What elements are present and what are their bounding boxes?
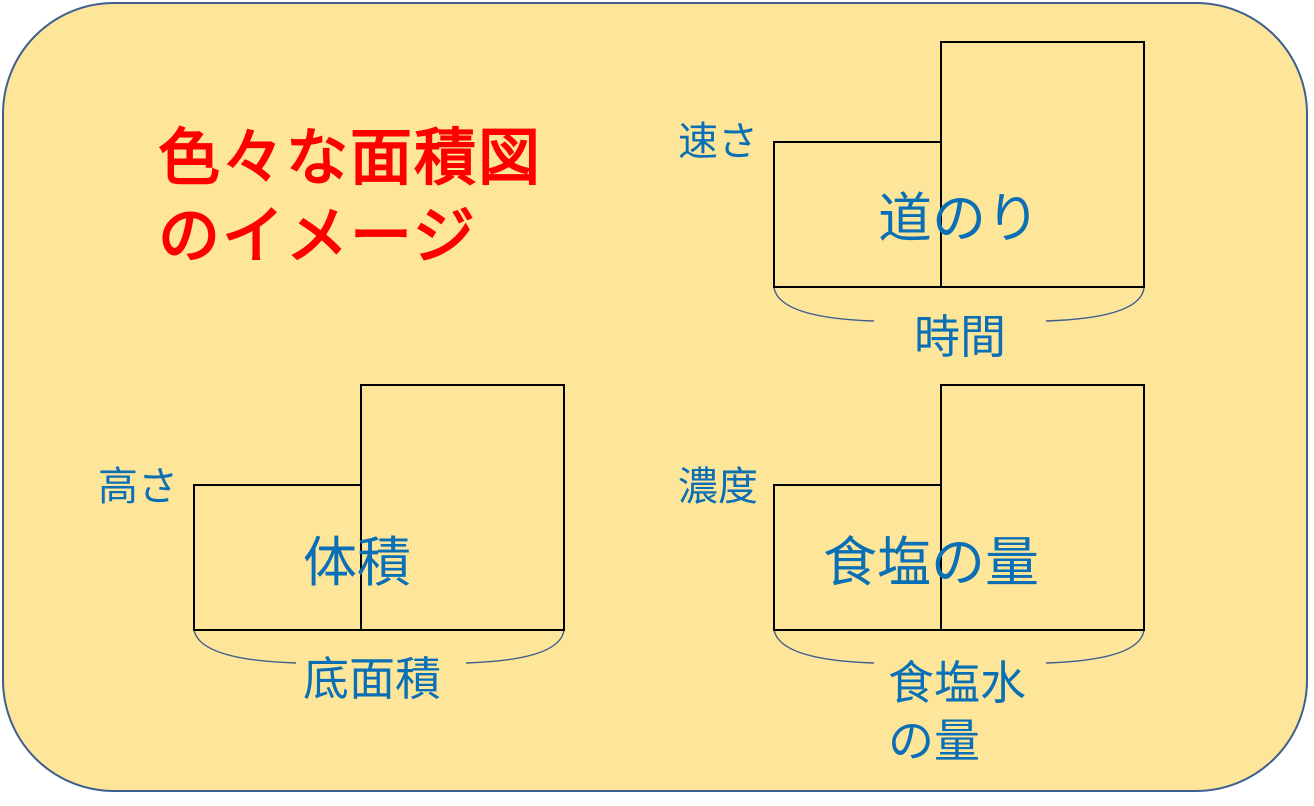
speed-rect-large: [940, 41, 1145, 288]
volume-rect-large: [360, 384, 565, 631]
title-line-1: 色々な面積図: [158, 121, 543, 194]
concentration-bottom-label-2: の量: [888, 714, 980, 768]
concentration-bottom-label-1: 食塩水: [888, 656, 1026, 710]
brace-speed: [773, 287, 1145, 322]
volume-inner-label: 体積: [303, 531, 411, 594]
diagram-panel: [2, 2, 1308, 792]
concentration-side-label: 濃度: [678, 464, 758, 510]
concentration-rect-large: [940, 384, 1145, 631]
speed-side-label: 速さ: [678, 119, 758, 165]
brace-concentration: [773, 629, 1145, 664]
speed-bottom-label: 時間: [914, 310, 1006, 364]
volume-bottom-label: 底面積: [303, 652, 441, 706]
volume-side-label: 高さ: [98, 464, 178, 510]
concentration-inner-label: 食塩の量: [823, 531, 1039, 594]
speed-inner-label: 道のり: [878, 187, 1040, 250]
title-line-2: のイメージ: [158, 199, 477, 272]
brace-volume: [193, 629, 565, 664]
